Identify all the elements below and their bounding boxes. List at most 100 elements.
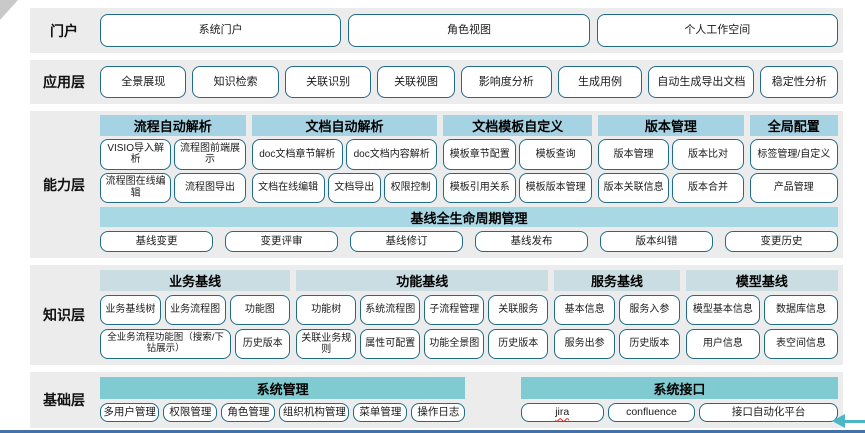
layer-label: 能力层: [43, 176, 85, 193]
foundation-group: 系统接口 jira confluence 接口自动化平台: [520, 377, 838, 422]
group-header: 全局配置: [749, 115, 838, 136]
capability-group: 全局配置 标签管理/自定义 产品管理: [749, 115, 838, 203]
box: 菜单管理: [353, 403, 408, 422]
foundation-group: 系统管理 多用户管理 权限管理 角色管理 组织机构管理 菜单管理 操作日志: [100, 377, 466, 422]
capability-group: 版本管理 版本管理 版本比对 版本关联信息 版本合并: [598, 115, 744, 203]
group-header: 版本管理: [598, 115, 744, 136]
box: 表空间信息: [763, 329, 839, 359]
box: 流程图在线编辑: [100, 172, 172, 203]
box: 模板查询: [519, 139, 593, 170]
box: 数据库信息: [763, 295, 839, 325]
box: 接口自动化平台: [699, 403, 838, 422]
capability-group: 文档自动解析 doc文档章节解析 doc文档内容解析 文档在线编辑 文档导出 权…: [251, 115, 438, 203]
layer-label: 基础层: [43, 392, 85, 408]
group-gap: [465, 377, 520, 422]
box: 服务入参: [619, 295, 680, 325]
layer-label: 应用层: [43, 74, 85, 90]
corner-decoration: [0, 0, 18, 20]
box: 角色管理: [221, 403, 276, 422]
layer-band-foundation: 基础层 系统管理 多用户管理 权限管理 角色管理 组织机构管理 菜单管理 操作日…: [30, 372, 843, 428]
layer-band-knowledge: 知识层 业务基线 业务基线树 业务流程图 功能图 全业务流程功能图（搜索/下钻展…: [30, 265, 843, 365]
box: 全业务流程功能图（搜索/下钻展示）: [100, 329, 232, 359]
box: VISIO导入解析: [100, 139, 172, 170]
box: 全景展现: [100, 66, 187, 98]
box: 版本比对: [672, 139, 744, 170]
box: doc文档章节解析: [251, 139, 343, 170]
box: 变更历史: [725, 231, 838, 252]
arrow-left-icon: [832, 414, 845, 428]
box: 组织机构管理: [279, 403, 350, 422]
box: 权限管理: [163, 403, 218, 422]
box: 属性可配置: [360, 329, 421, 359]
box: 模板章节配置: [443, 139, 517, 170]
box: 流程图前端展示: [174, 139, 246, 170]
box: 流程图导出: [174, 172, 246, 203]
box: 个人工作空间: [596, 14, 838, 47]
jira-label: jira: [555, 406, 570, 419]
box: 自动生成导出文档: [648, 66, 755, 98]
box: 角色视图: [348, 14, 590, 47]
group-header: 流程自动解析: [100, 115, 246, 136]
box: 模板版本管理: [519, 172, 593, 203]
box: doc文档内容解析: [346, 139, 438, 170]
box: 版本合并: [672, 172, 744, 203]
box: 稳定性分析: [760, 66, 838, 98]
layer-band-portal: 门户 系统门户 角色视图 个人工作空间: [30, 8, 843, 53]
group-header: 文档模板自定义: [443, 115, 593, 136]
bottom-accent-line: [0, 430, 865, 433]
box: 权限控制: [383, 172, 438, 203]
box: 业务流程图: [164, 295, 226, 325]
box: 历史版本: [235, 329, 291, 359]
box: 关联视图: [377, 66, 455, 98]
box: 功能全景图: [424, 329, 485, 359]
box: 基线发布: [475, 231, 588, 252]
layer-label: 知识层: [43, 307, 85, 323]
box: 历史版本: [488, 329, 549, 359]
group-header: 模型基线: [685, 270, 838, 291]
box: 功能图: [229, 295, 291, 325]
box: 文档在线编辑: [251, 172, 325, 203]
box: 关联服务: [488, 295, 549, 325]
group-header: 服务基线: [554, 270, 680, 291]
knowledge-group: 服务基线 基本信息 服务入参 服务出参 历史版本: [554, 270, 680, 359]
box: confluence: [607, 403, 696, 422]
capability-group: 文档模板自定义 模板章节配置 模板查询 模板引用关系 模板版本管理: [443, 115, 593, 203]
group-header: 业务基线: [100, 270, 291, 291]
box: 知识检索: [192, 66, 279, 98]
box: 子流程管理: [424, 295, 485, 325]
box: 历史版本: [619, 329, 680, 359]
box: 版本管理: [598, 139, 670, 170]
knowledge-group: 业务基线 业务基线树 业务流程图 功能图 全业务流程功能图（搜索/下钻展示） 历…: [100, 270, 291, 359]
box: 生成用例: [557, 66, 643, 98]
box: 模板引用关系: [443, 172, 517, 203]
arrow-left-icon: [843, 420, 865, 423]
knowledge-group: 模型基线 模型基本信息 数据库信息 用户信息 表空间信息: [685, 270, 839, 359]
box: jira: [520, 403, 604, 422]
box: 产品管理: [749, 172, 838, 203]
box: 变更评审: [225, 231, 338, 252]
box: 版本纠错: [600, 231, 713, 252]
box: 标签管理/自定义: [749, 139, 838, 170]
box: 基线修订: [350, 231, 463, 252]
box: 模型基本信息: [685, 295, 760, 325]
box: 系统门户: [100, 14, 342, 47]
box: 基本信息: [554, 295, 616, 325]
layer-band-application: 应用层 全景展现 知识检索 关联识别 关联视图 影响度分析 生成用例 自动生成导…: [30, 60, 843, 104]
box: 基线变更: [100, 231, 213, 252]
box: 功能树: [296, 295, 357, 325]
box: 版本关联信息: [598, 172, 670, 203]
group-header: 基线全生命周期管理: [100, 207, 838, 227]
box: 关联识别: [284, 66, 372, 98]
group-header: 系统接口: [520, 377, 838, 399]
group-header: 系统管理: [100, 377, 466, 399]
knowledge-group: 功能基线 功能树 系统流程图 子流程管理 关联服务 关联业务规则 属性可配置 功…: [296, 270, 549, 359]
box: 文档导出: [327, 172, 381, 203]
box: 影响度分析: [460, 66, 552, 98]
box: 关联业务规则: [296, 329, 357, 359]
layer-band-capability: 能力层 流程自动解析 VISIO导入解析 流程图前端展示 流程图在线编辑 流程图…: [30, 111, 843, 258]
box: 用户信息: [685, 329, 760, 359]
capability-group: 流程自动解析 VISIO导入解析 流程图前端展示 流程图在线编辑 流程图导出: [100, 115, 246, 203]
box: 多用户管理: [100, 403, 160, 422]
group-header: 功能基线: [296, 270, 549, 291]
